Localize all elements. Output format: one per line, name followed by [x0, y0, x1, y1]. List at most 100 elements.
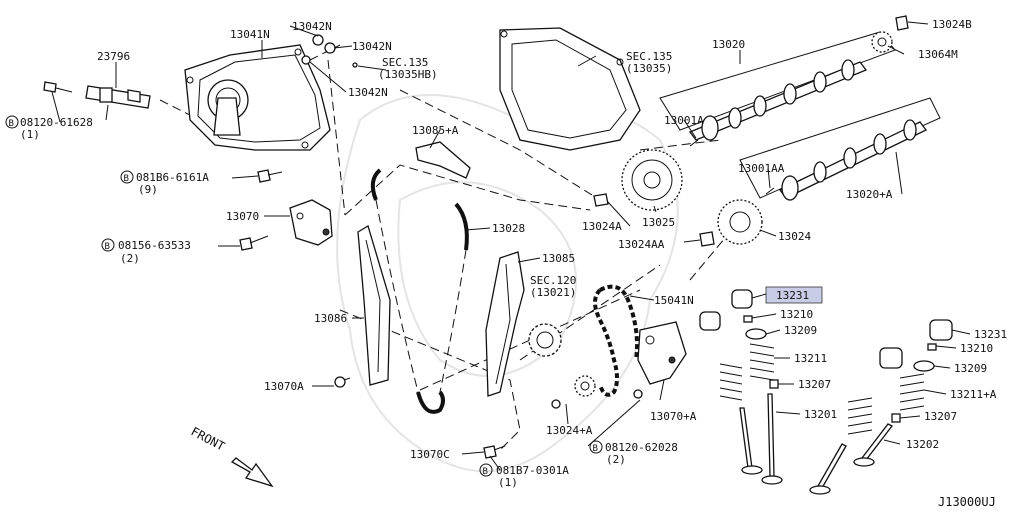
exhaust-valve-13202[interactable]	[809, 423, 893, 495]
label-13209-b[interactable]: 13209	[954, 362, 987, 375]
label-13231-highlighted[interactable]: 13231	[776, 289, 809, 302]
label-13209-a[interactable]: 13209	[784, 324, 817, 337]
retainer-13209-a[interactable]	[745, 328, 767, 340]
valve-spring-13211[interactable]	[719, 343, 775, 401]
label-sec120-ref: (13021)	[530, 286, 576, 299]
label-13085[interactable]: 13085	[542, 252, 575, 265]
label-sec120[interactable]: SEC.120	[530, 274, 576, 287]
valve-lifter-13231-highlighted[interactable]	[731, 289, 753, 309]
label-13024[interactable]: 13024	[778, 230, 811, 243]
sprocket-13024A2[interactable]	[574, 375, 596, 397]
valve-lifter-13231-right[interactable]	[879, 319, 953, 369]
label-13070C[interactable]: 13070C	[410, 448, 450, 461]
label-13042N-c[interactable]: 13042N	[348, 86, 388, 99]
label-13064M[interactable]: 13064M	[918, 48, 958, 61]
crank-sprocket-13021[interactable]	[528, 323, 562, 357]
bolt-08120-62028[interactable]	[633, 389, 643, 399]
label-13001AA[interactable]: 13001AA	[738, 162, 785, 175]
label-13207-a[interactable]: 13207	[798, 378, 831, 391]
label-13024A[interactable]: 13024A	[582, 220, 622, 233]
label-13025[interactable]: 13025	[642, 216, 675, 229]
label-08120-62028[interactable]: 08120-62028	[605, 441, 678, 454]
label-13086[interactable]: 13086	[314, 312, 347, 325]
label-13042N-a[interactable]: 13042N	[292, 20, 332, 33]
bolt-marker-081B6-6161A: B	[120, 170, 134, 184]
highlight-box-13231	[765, 286, 823, 304]
timing-chain-13028[interactable]	[370, 168, 469, 414]
label-13070A2[interactable]: 13070+A	[650, 410, 697, 423]
front-direction-arrow	[230, 457, 274, 488]
chain-guide-13085[interactable]	[485, 251, 525, 397]
pin-13001A[interactable]	[689, 139, 699, 147]
qty-08156-63533: (2)	[120, 252, 140, 265]
label-13024B[interactable]: 13024B	[932, 18, 972, 31]
seal-rings-13042N[interactable]	[301, 34, 358, 68]
valve-spring-13211A[interactable]	[847, 373, 925, 435]
tensioner-13070A[interactable]	[637, 321, 687, 385]
label-13070[interactable]: 13070	[226, 210, 259, 223]
chain-guide-13086[interactable]	[357, 225, 391, 386]
label-13024A2[interactable]: 13024+A	[546, 424, 593, 437]
label-13028[interactable]: 13028	[492, 222, 525, 235]
label-13231-b[interactable]: 13231	[974, 328, 1007, 341]
intake-valve-13201[interactable]	[739, 393, 783, 485]
label-13085A[interactable]: 13085+A	[412, 124, 459, 137]
label-23796[interactable]: 23796	[97, 50, 130, 63]
label-13070A[interactable]: 13070A	[264, 380, 304, 393]
pin-13001AA[interactable]	[765, 187, 775, 195]
label-08120-61628[interactable]: 08120-61628	[20, 116, 93, 129]
shim-13210-b[interactable]	[927, 343, 937, 351]
bolt-081B6-6161A[interactable]	[257, 169, 283, 183]
timing-chain-15041N[interactable]	[593, 284, 639, 397]
bolt-13070A[interactable]	[334, 376, 351, 388]
bolt-13024AA[interactable]	[699, 231, 715, 247]
label-13001A[interactable]: 13001A	[664, 114, 704, 127]
label-13211A[interactable]: 13211+A	[950, 388, 997, 401]
sprocket-13024[interactable]	[717, 199, 763, 245]
label-13201[interactable]: 13201	[804, 408, 837, 421]
qty-081B6-6161A: (9)	[138, 183, 158, 196]
valve-seal-13207-a[interactable]	[769, 379, 779, 389]
label-08156-63533[interactable]: 08156-63533	[118, 239, 191, 252]
label-13202[interactable]: 13202	[906, 438, 939, 451]
camshaft-13020A[interactable]	[779, 119, 927, 201]
chain-guide-13085A[interactable]	[415, 141, 471, 179]
label-13024AA[interactable]: 13024AA	[618, 238, 665, 251]
sprocket-13064M[interactable]	[871, 31, 893, 53]
label-13041N[interactable]: 13041N	[230, 28, 270, 41]
sensor-shaft-23796[interactable]	[85, 85, 151, 121]
tensioner-13070[interactable]	[289, 199, 333, 246]
label-sec135-b[interactable]: SEC.135	[626, 50, 672, 63]
shim-13210-a[interactable]	[743, 315, 753, 323]
label-13211[interactable]: 13211	[794, 352, 827, 365]
timing-cover-sec135[interactable]	[499, 27, 641, 151]
bolt-13024A[interactable]	[593, 193, 609, 207]
label-081B7-0301A[interactable]: 081B7-0301A	[496, 464, 569, 477]
valve-seal-13207-b[interactable]	[891, 413, 901, 423]
camshaft-box-13020A	[739, 97, 941, 199]
label-081B6-6161A[interactable]: 081B6-6161A	[136, 171, 209, 184]
label-13210-a[interactable]: 13210	[780, 308, 813, 321]
bolt-marker-081B7-0301A: B	[479, 463, 493, 477]
valve-lifter-13231-left2[interactable]	[699, 311, 721, 331]
bolt-13024A2[interactable]	[551, 399, 561, 409]
bolt-marker-08120-62028: B	[589, 440, 603, 454]
front-cover-13041N[interactable]	[184, 44, 331, 151]
bolt-13024B[interactable]	[895, 15, 909, 31]
label-13020[interactable]: 13020	[712, 38, 745, 51]
label-13210-b[interactable]: 13210	[960, 342, 993, 355]
bolt-marker-letter: B	[9, 119, 14, 129]
bolt-08120-61628[interactable]	[43, 81, 73, 93]
camshaft-13020[interactable]	[688, 59, 868, 141]
leader-lines	[51, 21, 971, 471]
bolt-08156-63533[interactable]	[239, 235, 269, 251]
retainer-13209-b[interactable]	[913, 360, 935, 372]
label-13207-b[interactable]: 13207	[924, 410, 957, 423]
label-13042N-b[interactable]: 13042N	[352, 40, 392, 53]
label-sec135-a[interactable]: SEC.135	[382, 56, 428, 69]
vtc-sprocket-13025[interactable]	[621, 149, 683, 211]
label-15041N[interactable]: 15041N	[654, 294, 694, 307]
label-13020A[interactable]: 13020+A	[846, 188, 893, 201]
bolt-081B7-0301A[interactable]	[483, 445, 506, 459]
